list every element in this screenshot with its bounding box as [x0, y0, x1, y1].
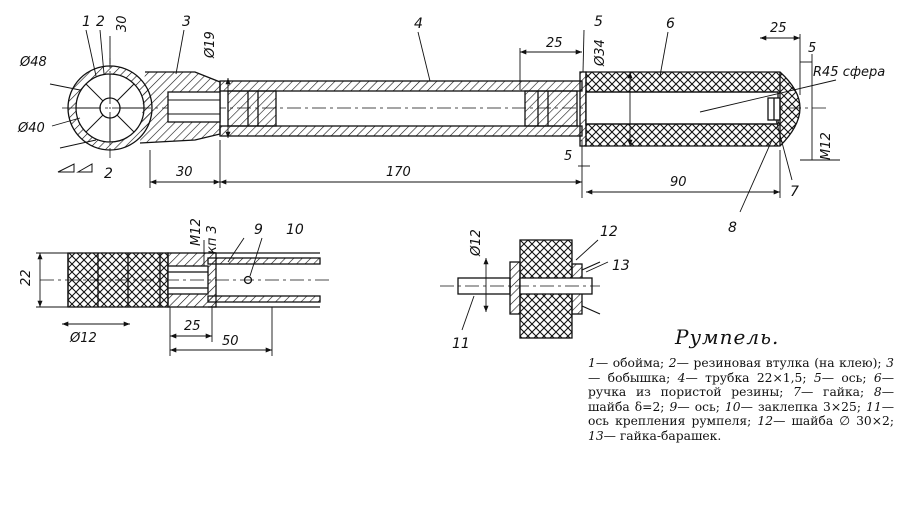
- dim-d40: Ø40: [17, 121, 45, 136]
- legend-number: 10: [724, 399, 741, 414]
- legend-text: — бобышка;: [588, 370, 678, 385]
- callout-13: 13: [612, 258, 630, 274]
- dim-sphere: R45 сфера: [813, 65, 885, 80]
- legend-number: 12: [757, 414, 774, 429]
- detail-end-view: [36, 237, 330, 356]
- legend-number: 8: [873, 385, 882, 400]
- legend-number: 11: [866, 399, 882, 414]
- dim-h25: 25: [184, 319, 201, 334]
- callout-7: 7: [790, 184, 799, 200]
- legend-number: 7: [793, 385, 801, 400]
- dim-d12: Ø12: [469, 229, 484, 257]
- dim-v30: 30: [115, 15, 130, 32]
- legend-text: — обойма;: [595, 356, 669, 370]
- dim-v5-b: 5: [564, 149, 572, 164]
- legend-text: — ручка из пористой резины;: [588, 370, 894, 400]
- legend-number: 4: [677, 370, 686, 385]
- legend-text: — шайба ∅ 30×2;: [773, 414, 894, 429]
- dim-d48: Ø48: [19, 55, 47, 70]
- legend-text: — гайка-барашек.: [603, 428, 722, 443]
- legend-number: 3: [886, 356, 894, 370]
- callout-5: 5: [594, 14, 603, 30]
- legend-text: — ось;: [677, 399, 725, 414]
- dim-v22: 22: [19, 269, 34, 286]
- callout-1: 1: [82, 14, 91, 30]
- legend-text: — заклепка 3×25;: [740, 399, 867, 414]
- legend-number: 13: [588, 428, 604, 443]
- callout-4: 4: [414, 16, 423, 32]
- legend-text: — резиновая втулка (на клею);: [676, 356, 887, 370]
- dim-h50: 50: [222, 334, 239, 349]
- dim-kp3: кп 3: [205, 225, 220, 254]
- legend-text: — трубка 22×1,5;: [685, 370, 814, 385]
- dim-d34: Ø34: [593, 39, 608, 67]
- legend-number: 2: [668, 356, 677, 370]
- callout-6: 6: [666, 16, 675, 32]
- legend-number: 5: [813, 370, 822, 385]
- dim-v25-a: 25: [546, 36, 563, 51]
- drawing-title: Румпель.: [675, 325, 780, 349]
- surface-finish-symbol: [57, 163, 93, 173]
- callout-8: 8: [728, 220, 737, 236]
- dim-v25-b: 25: [770, 21, 787, 36]
- dim-h90: 90: [670, 175, 687, 190]
- legend-text: — ось;: [821, 370, 874, 385]
- callout-10: 10: [286, 222, 304, 238]
- legend-text: — шайба δ=2;: [588, 385, 894, 414]
- callout-12: 12: [600, 224, 618, 240]
- detail-mount-view: [440, 239, 609, 339]
- legend-number: 9: [669, 399, 678, 414]
- main-view: [49, 29, 840, 213]
- washer-5: [579, 71, 587, 147]
- dim-h170: 170: [386, 165, 411, 180]
- tube-wall-top: [219, 80, 583, 92]
- callout-2-bottom: 2: [104, 166, 113, 182]
- dim-m12-a: M12: [819, 132, 834, 160]
- dim-v5-a: 5: [808, 41, 816, 56]
- dim-d12-b: Ø12: [69, 331, 97, 346]
- legend-number: 1: [588, 356, 596, 370]
- legend-number: 6: [873, 370, 882, 385]
- dim-h30: 30: [176, 165, 193, 180]
- callout-2: 2: [96, 14, 105, 30]
- dim-m12-b: M12: [189, 218, 204, 246]
- callout-3: 3: [182, 14, 191, 30]
- parts-legend: 1— обойма; 2— резиновая втулка (на клею)…: [588, 356, 894, 444]
- legend-text: — гайка;: [801, 385, 874, 400]
- tube-wall-bottom: [219, 125, 583, 137]
- dim-d19: Ø19: [203, 31, 218, 59]
- legend-text: — ось крепления румпеля;: [588, 399, 894, 429]
- callout-9: 9: [254, 222, 263, 238]
- callout-11: 11: [452, 336, 470, 352]
